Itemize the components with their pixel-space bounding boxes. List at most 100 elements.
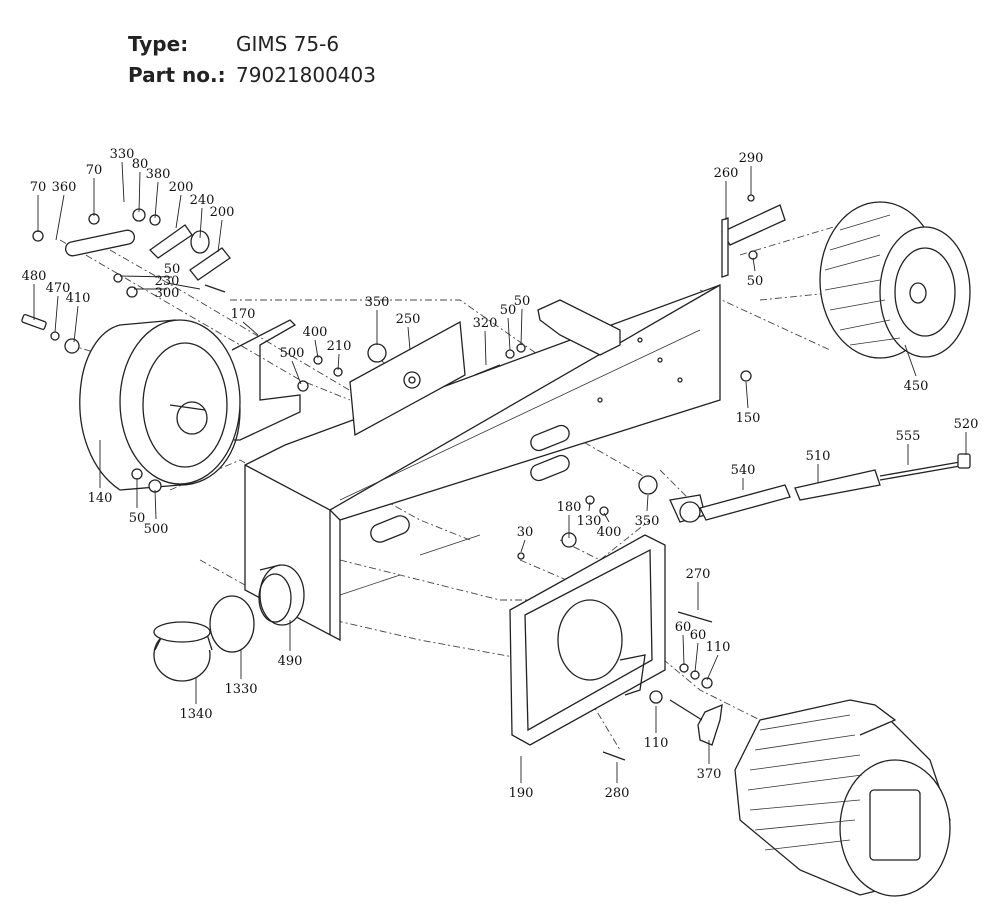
callout-number: 110 xyxy=(644,736,669,751)
callout-140: 140 xyxy=(88,440,113,506)
callout-leader-line xyxy=(603,512,610,523)
callout-540: 540 xyxy=(731,463,756,490)
callout-150: 150 xyxy=(736,381,761,426)
callout-60: 60 xyxy=(675,620,692,666)
callout-number: 110 xyxy=(706,640,731,655)
callout-number: 540 xyxy=(731,463,756,478)
parts-header: Type: GIMS 75-6 Part no.: 79021800403 xyxy=(128,32,376,94)
callout-50: 50 xyxy=(514,294,531,346)
callout-number: 70 xyxy=(86,163,103,178)
callout-110: 110 xyxy=(706,640,731,681)
callout-80: 80 xyxy=(132,157,149,213)
callout-number: 410 xyxy=(66,291,91,306)
drive-drum-450 xyxy=(819,201,971,359)
callout-number: 360 xyxy=(52,180,77,195)
callout-50: 50 xyxy=(500,303,517,351)
callout-200: 200 xyxy=(169,180,193,229)
callout-number: 350 xyxy=(635,514,660,529)
callout-leader-line xyxy=(314,339,319,359)
star-knob-370 xyxy=(669,699,723,746)
callout-leader-line xyxy=(520,308,523,346)
callout-leader-line xyxy=(154,181,159,219)
callout-leader-line xyxy=(682,634,685,666)
callout-520: 520 xyxy=(954,417,978,455)
callout-leader-line xyxy=(291,360,302,385)
plate-170 xyxy=(231,319,301,441)
callout-leader-line xyxy=(507,317,511,351)
callout-leader-line xyxy=(520,539,526,553)
callout-number: 50 xyxy=(514,294,531,309)
callout-200: 200 xyxy=(210,205,234,253)
callout-number: 180 xyxy=(557,500,582,515)
callout-leader-line xyxy=(166,282,201,290)
cap-1340 xyxy=(153,621,213,682)
callout-30: 30 xyxy=(517,525,533,553)
callout-480: 480 xyxy=(22,269,46,320)
callout-number: 320 xyxy=(473,316,498,331)
callout-number: 500 xyxy=(280,346,305,361)
fasteners xyxy=(131,194,758,761)
callout-leader-line xyxy=(242,321,259,336)
bracket-260 xyxy=(721,204,786,278)
callout-410: 410 xyxy=(66,291,91,343)
callout-1340: 1340 xyxy=(179,678,213,722)
callout-320: 320 xyxy=(473,316,498,366)
part-number-row: Part no.: 79021800403 xyxy=(128,63,376,94)
callout-number: 240 xyxy=(190,193,215,208)
callout-50: 50 xyxy=(747,257,763,289)
callout-number: 70 xyxy=(30,180,47,195)
callout-290: 290 xyxy=(739,151,763,195)
callout-leader-line xyxy=(337,353,340,371)
callout-210: 210 xyxy=(327,339,351,371)
callout-60: 60 xyxy=(690,628,706,673)
callout-number: 50 xyxy=(500,303,517,318)
callout-number: 60 xyxy=(675,620,692,635)
disc-1330 xyxy=(209,595,255,653)
callout-number: 400 xyxy=(303,325,328,340)
callout-leader-line xyxy=(694,642,699,673)
callout-1330: 1330 xyxy=(224,650,258,697)
plate-250 xyxy=(349,320,466,437)
motor xyxy=(734,699,951,897)
callout-number: 260 xyxy=(714,166,739,181)
callout-70: 70 xyxy=(30,180,47,232)
callout-leader-line xyxy=(217,219,223,253)
callout-number: 270 xyxy=(686,567,711,582)
callout-number: 280 xyxy=(605,786,630,801)
callout-number: 80 xyxy=(132,157,149,172)
callout-380: 380 xyxy=(146,167,170,219)
part-number-label: Part no.: xyxy=(128,63,226,87)
callout-170: 170 xyxy=(231,307,259,336)
callout-230: 230 xyxy=(134,274,179,290)
callout-number: 350 xyxy=(365,295,390,310)
callout-270: 270 xyxy=(686,567,711,610)
callout-360: 360 xyxy=(52,180,77,241)
callout-leader-line xyxy=(154,489,157,520)
callout-250: 250 xyxy=(396,312,420,351)
callout-leader-line xyxy=(175,194,182,229)
callout-leader-line xyxy=(706,654,719,681)
callout-number: 150 xyxy=(736,411,761,426)
callout-190: 190 xyxy=(509,756,534,801)
callout-400: 400 xyxy=(303,325,328,359)
callout-leader-line xyxy=(407,326,411,351)
callout-370: 370 xyxy=(697,740,721,782)
callout-number: 400 xyxy=(597,525,622,540)
tension-lever-assembly xyxy=(669,453,971,523)
callout-leader-line xyxy=(73,305,79,343)
type-row: Type: GIMS 75-6 xyxy=(128,32,376,63)
callout-leader-line xyxy=(199,207,203,239)
callout-number: 555 xyxy=(896,429,921,444)
callout-leader-line xyxy=(745,381,749,409)
wheel-140 xyxy=(79,319,241,491)
callout-number: 190 xyxy=(509,786,534,801)
callout-number: 140 xyxy=(88,491,113,506)
callout-350: 350 xyxy=(365,295,390,345)
callout-70: 70 xyxy=(86,163,103,216)
callout-number: 450 xyxy=(904,379,929,394)
callout-50: 50 xyxy=(119,262,180,278)
callout-330: 330 xyxy=(110,147,134,203)
callout-555: 555 xyxy=(896,429,921,465)
callout-number: 50 xyxy=(129,511,146,526)
